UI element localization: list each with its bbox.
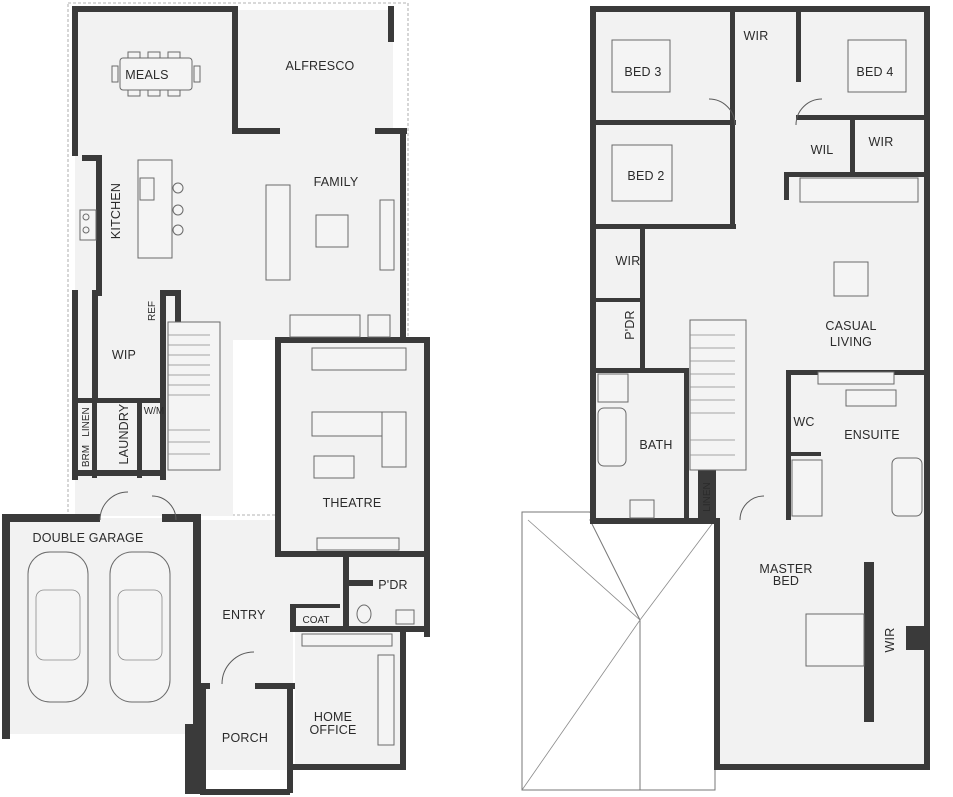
label-linen-ground: LINEN bbox=[81, 407, 92, 436]
label-pdr-first: P'DR bbox=[623, 310, 637, 340]
label-ensuite: ENSUITE bbox=[844, 428, 900, 442]
label-family: FAMILY bbox=[314, 175, 359, 189]
label-wil: WIL bbox=[811, 143, 834, 157]
label-ref: REF bbox=[147, 301, 158, 321]
label-entry: ENTRY bbox=[222, 608, 266, 622]
label-master-bed-1: MASTER bbox=[759, 562, 812, 576]
label-porch: PORCH bbox=[222, 731, 268, 745]
label-laundry: LAUNDRY bbox=[117, 403, 131, 464]
label-casual-living-2: LIVING bbox=[830, 335, 872, 349]
label-wm: W/M bbox=[144, 406, 165, 417]
first-stairs bbox=[689, 319, 747, 471]
label-meals: MEALS bbox=[125, 68, 168, 82]
label-bed4: BED 4 bbox=[856, 65, 893, 79]
label-coat: COAT bbox=[302, 615, 329, 626]
ground-floor-plan bbox=[2, 2, 430, 795]
label-bath: BATH bbox=[639, 438, 672, 452]
label-wir-bed4: WIR bbox=[869, 135, 894, 149]
label-casual-living-1: CASUAL bbox=[825, 319, 876, 333]
label-theatre: THEATRE bbox=[323, 496, 382, 510]
ground-stairs bbox=[167, 321, 221, 471]
label-bed3: BED 3 bbox=[624, 65, 661, 79]
label-alfresco: ALFRESCO bbox=[286, 59, 355, 73]
label-kitchen: KITCHEN bbox=[109, 183, 123, 239]
label-bed2: BED 2 bbox=[627, 169, 664, 183]
label-master-bed-2: BED bbox=[773, 574, 799, 588]
first-floor-plan bbox=[521, 6, 930, 791]
label-home-office-1: HOME bbox=[314, 710, 352, 724]
label-wir-bed2: WIR bbox=[616, 254, 641, 268]
label-linen-first: LINEN bbox=[702, 482, 713, 511]
label-wir-top: WIR bbox=[744, 29, 769, 43]
label-brm: BRM bbox=[81, 445, 92, 467]
label-wc: WC bbox=[793, 415, 814, 429]
label-double-garage: DOUBLE GARAGE bbox=[33, 531, 144, 545]
label-wip: WIP bbox=[112, 348, 136, 362]
label-pdr-ground: P'DR bbox=[378, 578, 408, 592]
label-home-office-2: OFFICE bbox=[309, 723, 356, 737]
label-wir-master: WIR bbox=[883, 628, 897, 653]
garage-cars bbox=[27, 551, 171, 703]
